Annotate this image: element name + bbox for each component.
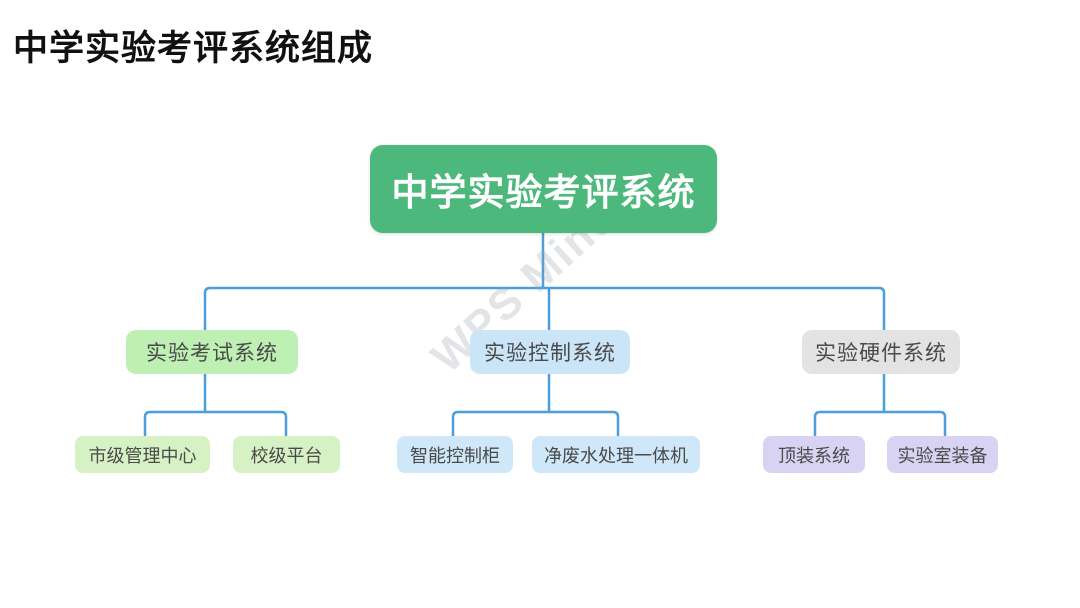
connector-branch1-rail — [451, 410, 620, 437]
node-hardware-system: 实验硬件系统 — [802, 330, 960, 374]
node-control-system: 实验控制系统 — [470, 330, 630, 374]
node-school-platform: 校级平台 — [233, 436, 340, 473]
node-city-management-center: 市级管理中心 — [75, 436, 210, 473]
page-title: 中学实验考评系统组成 — [13, 28, 374, 69]
node-smart-control-cabinet: 智能控制柜 — [397, 436, 513, 473]
node-ceiling-mounted-system: 顶装系统 — [763, 436, 865, 473]
connector-level2-rail — [203, 286, 886, 332]
node-root-exam-evaluation-system: 中学实验考评系统 — [370, 145, 717, 233]
connector-branch2-rail — [813, 410, 947, 437]
connector-branch0-rail — [143, 410, 288, 437]
node-exam-system: 实验考试系统 — [126, 330, 298, 374]
node-wastewater-treatment-machine: 净废水处理一体机 — [532, 436, 700, 473]
node-laboratory-equipment: 实验室装备 — [887, 436, 998, 473]
